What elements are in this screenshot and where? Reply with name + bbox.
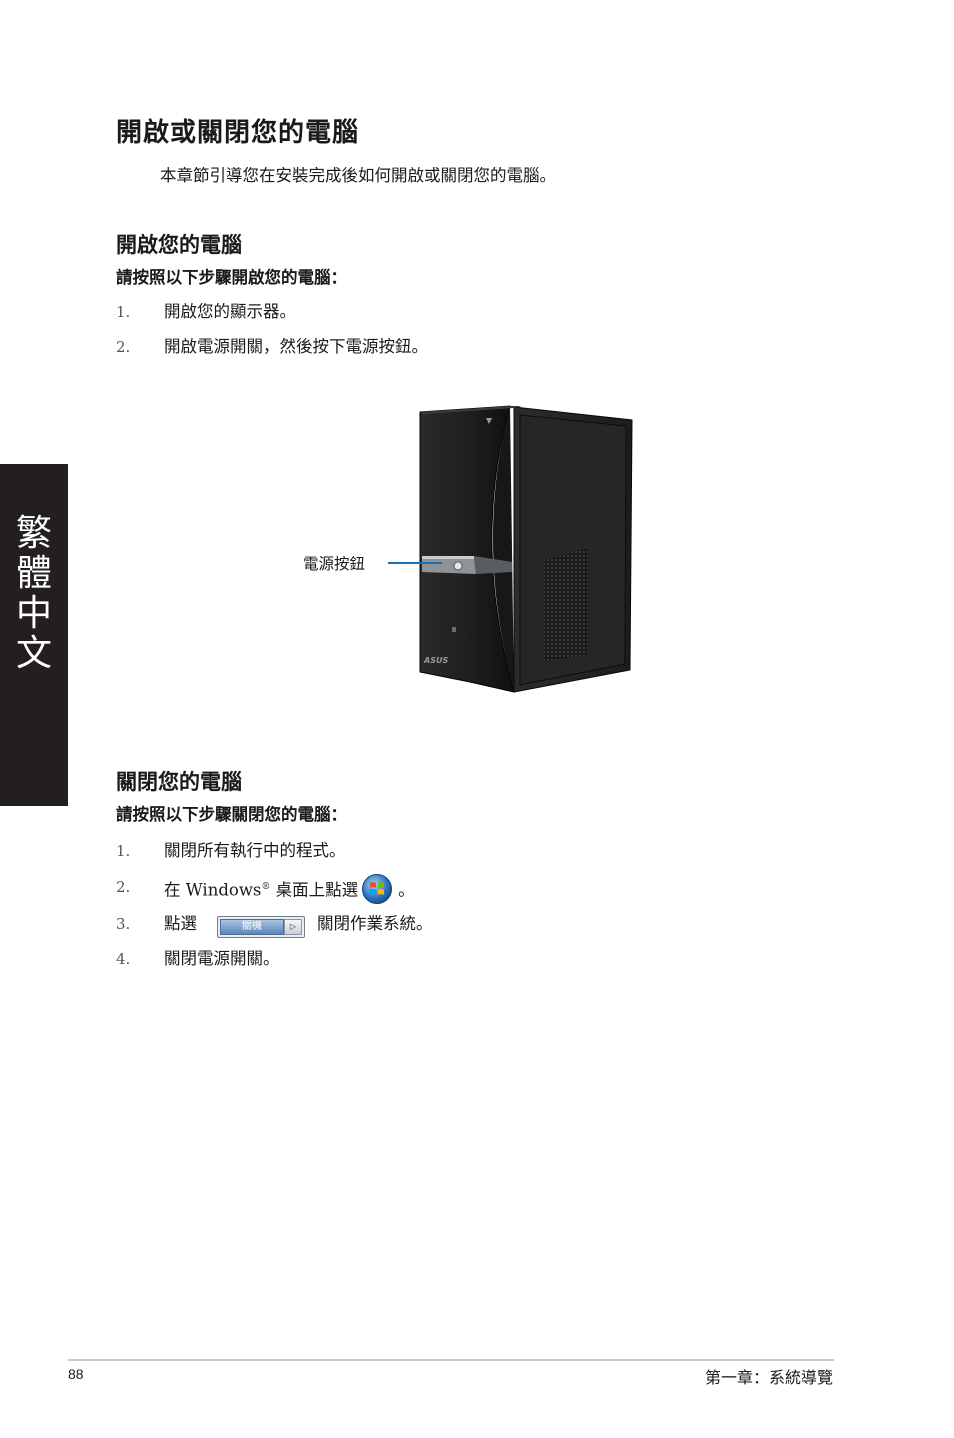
intro-text: 本章節引導您在安裝完成後如何開啟或關閉您的電腦。 xyxy=(160,166,556,185)
side-tab-char: 體 xyxy=(15,553,52,594)
shutdown-button-image: 關機 ▷ xyxy=(217,916,305,938)
step-text-after: 。 xyxy=(398,880,415,900)
power-off-lead: 請按照以下步驟關閉您的電腦： xyxy=(116,805,347,824)
step-number: 1. xyxy=(116,842,131,860)
step-text: 開啟電源開關，然後按下電源按鈕。 xyxy=(164,337,428,356)
page-title: 開啟或關閉您的電腦 xyxy=(116,118,360,148)
step-text: 在 Windows® 桌面上點選 。 xyxy=(164,874,415,906)
side-tab-char: 文 xyxy=(15,633,52,674)
language-side-tab: 繁 體 中 文 xyxy=(0,464,68,806)
step-number: 2. xyxy=(116,338,131,356)
step-text: 關閉電源開關。 xyxy=(164,949,280,968)
power-button-icon xyxy=(453,561,463,571)
power-on-lead: 請按照以下步驟開啟您的電腦： xyxy=(116,268,347,287)
step-number: 3. xyxy=(116,915,131,933)
step-number: 2. xyxy=(116,878,131,896)
step-text-middle: 桌面上點選 xyxy=(270,880,359,900)
desktop-tower-illustration: ASUS xyxy=(419,405,633,693)
brand-logo: ASUS xyxy=(423,656,448,665)
page-number: 88 xyxy=(68,1366,84,1382)
power-button-callout-label: 電源按鈕 xyxy=(303,555,366,573)
chapter-label: 第一章：系統導覽 xyxy=(704,1368,833,1387)
chevron-right-icon: ▷ xyxy=(284,919,302,935)
step-text-before: 在 Windows xyxy=(164,880,262,900)
power-on-heading: 開啟您的電腦 xyxy=(116,233,242,257)
step-number: 1. xyxy=(116,303,131,321)
step-number: 4. xyxy=(116,950,131,968)
callout-line xyxy=(388,562,442,564)
side-tab-char: 中 xyxy=(15,593,52,634)
step-text-after: 關閉作業系統。 xyxy=(317,914,433,933)
side-tab-char: 繁 xyxy=(15,513,52,554)
power-off-heading: 關閉您的電腦 xyxy=(116,770,242,794)
footer-divider xyxy=(68,1359,834,1361)
step-text-before: 點選 xyxy=(164,914,197,933)
shutdown-button-label: 關機 xyxy=(220,919,284,935)
step-text: 開啟您的顯示器。 xyxy=(164,302,296,321)
registered-mark: ® xyxy=(261,882,271,892)
windows-start-icon xyxy=(362,874,393,904)
step-text: 關閉所有執行中的程式。 xyxy=(164,841,346,860)
